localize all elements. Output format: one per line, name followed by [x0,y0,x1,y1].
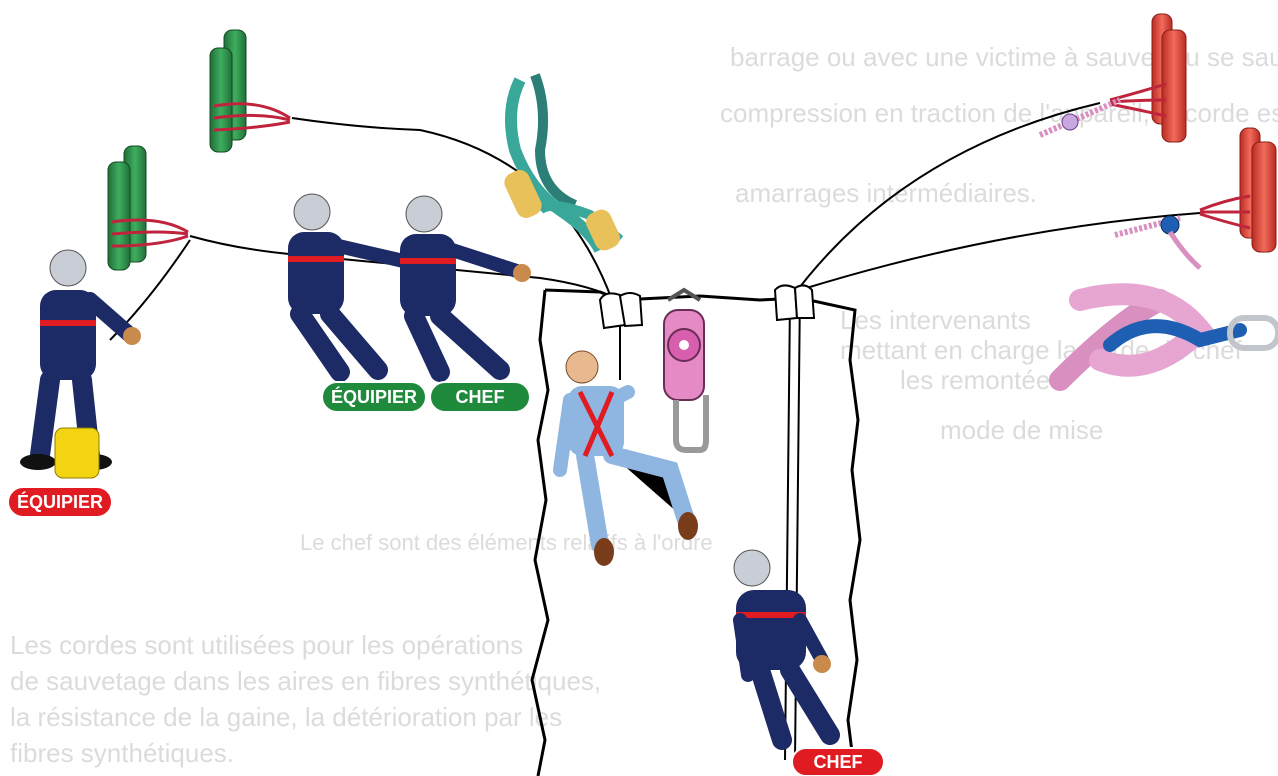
edge-protector-left [600,293,642,328]
badge-chef-bottom-label: CHEF [814,752,863,772]
badge-equipier-middle: ÉQUIPIER [322,382,426,412]
rope-right-top [785,103,1100,760]
red-anchor-bottom [1200,128,1276,252]
badge-equipier-middle-label: ÉQUIPIER [331,386,417,407]
badge-equipier-left-label: ÉQUIPIER [17,491,103,512]
firefighter-chef-middle [400,196,531,372]
badge-equipier-left: ÉQUIPIER [8,487,112,517]
rope-pink-top [1040,100,1120,135]
figure-eight-knot-pink-icon [1060,294,1278,380]
firefighter-equipier-left [20,250,141,478]
firefighter-chef-bottom [734,550,831,740]
pulley-device-icon [664,290,706,450]
green-anchor-bottom [108,146,188,270]
firefighter-equipier-middle [288,194,408,372]
red-anchor-top [1110,14,1186,142]
green-anchor-top [210,30,290,152]
edge-protector-right [775,285,814,320]
badge-chef-bottom: CHEF [792,748,884,776]
badge-chef-middle-label: CHEF [456,387,505,407]
figure-eight-knot-teal-icon [501,75,623,254]
badge-chef-middle: CHEF [430,382,530,412]
